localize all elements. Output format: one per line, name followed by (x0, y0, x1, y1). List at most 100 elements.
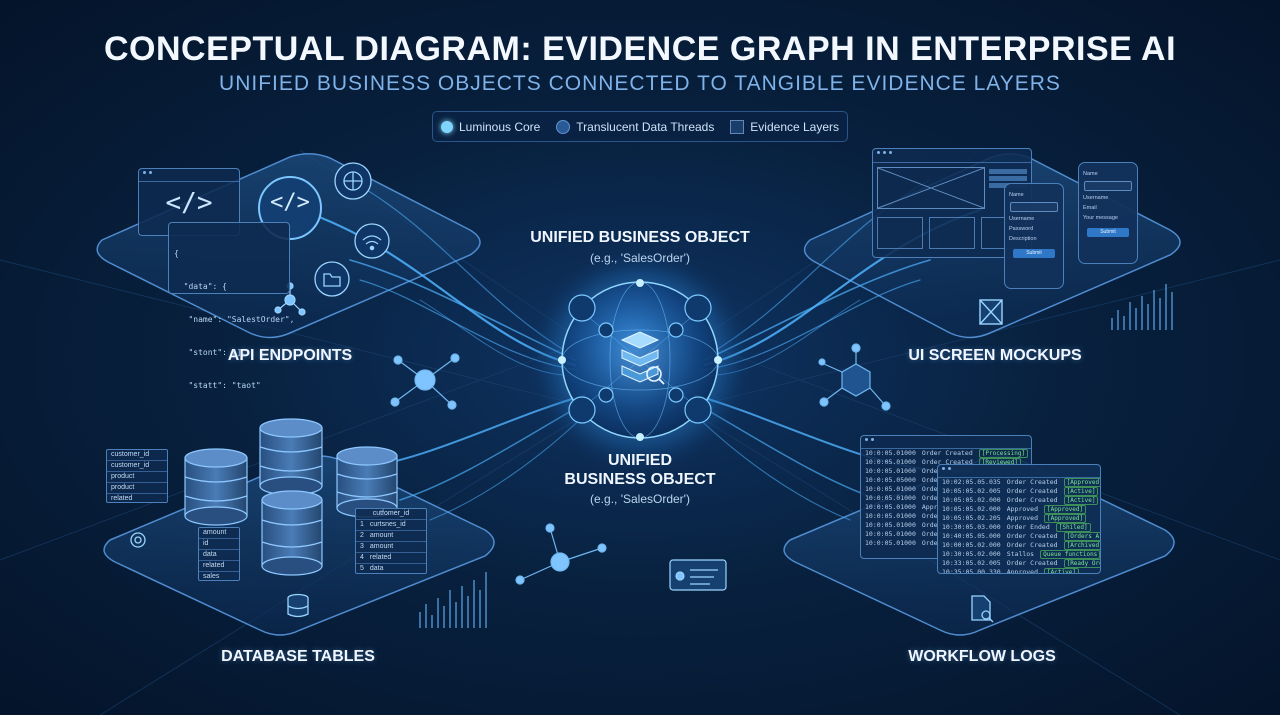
page-subtitle: UNIFIED BUSINESS OBJECTS CONNECTED TO TA… (219, 72, 1061, 95)
glowing-dot-icon (440, 120, 453, 133)
log-timestamp: 10:0:05.01000 (865, 494, 916, 502)
network-node-bottom (515, 523, 607, 585)
legend-label: Luminous Core (458, 119, 541, 134)
row-number: 5 (360, 565, 364, 572)
phone-field-label: Username (1009, 216, 1035, 222)
wifi-icon (354, 223, 390, 259)
json-code-block: { "data": { "name": "SalestOrder", "ston… (169, 223, 295, 416)
log-status-badge: [Active] (1063, 496, 1099, 505)
log-timestamp: 10:33:05.02.005 (942, 559, 1001, 567)
mockup-card (929, 217, 975, 249)
ui-phone-mockup: Name Username Password Description Submi… (1004, 183, 1064, 289)
window-dot-icon (883, 151, 886, 154)
database-icon (287, 593, 309, 618)
json-line: "stont": [], (174, 348, 247, 357)
mockup-line (989, 169, 1027, 174)
phone-field-label: Description (1009, 236, 1037, 242)
phone-submit-button: Submit (1087, 228, 1129, 237)
table-cell: sales (203, 573, 220, 580)
layer-square-icon (730, 119, 745, 134)
log-status-badge: [Processing] (978, 449, 1029, 458)
table-cell: id (199, 539, 239, 550)
row-number: 1 (360, 521, 364, 528)
legend-item-threads: Translucent Data Threads (556, 119, 715, 134)
phone-field-label: Your message (1083, 215, 1118, 221)
window-dot-icon (942, 467, 945, 470)
legend-label: Translucent Data Threads (576, 119, 715, 134)
log-timestamp: 10:00:05.02.000 (942, 541, 1001, 549)
bar-chart-decoration (419, 572, 487, 628)
globe-icon (334, 162, 372, 200)
log-event: Order Ended (1006, 523, 1050, 531)
log-status-badge: [Approved] (1044, 514, 1087, 523)
table-row: 1 curtsnes_id (356, 520, 426, 531)
document-search-icon (971, 595, 994, 623)
phone-field-label: Name (1009, 192, 1024, 198)
row-number: 3 (360, 543, 364, 550)
placeholder-cross-icon (878, 168, 984, 208)
table-cell: customer_id (107, 461, 167, 472)
label-api-endpoints: API ENDPOINTS (227, 347, 353, 364)
legend-item-layers: Evidence Layers (730, 119, 839, 134)
row-number: 2 (360, 532, 364, 539)
code-badge-glyph: </> (270, 190, 310, 215)
database-cylinders (184, 418, 398, 576)
log-timestamp: 10:0:05.01000 (865, 503, 916, 511)
log-event: Approved (1006, 505, 1039, 513)
table-cell: product (107, 483, 167, 494)
log-status-badge: [Orders Archived] (1063, 532, 1100, 541)
gear-icon (130, 532, 146, 548)
log-event: Order Created (1006, 559, 1058, 567)
log-timestamp: 10:0:05.05000 (865, 476, 916, 484)
db-table-left: customer_id customer_id product product … (106, 449, 168, 503)
log-event: Order Created (1006, 478, 1058, 486)
db-table-right: cutfomer_id 1 curtsnes_id 2 amount 3 amo… (355, 508, 427, 574)
row-value: amount (369, 532, 394, 539)
table-row: 2 amount (356, 531, 426, 542)
window-dot-icon (865, 438, 868, 441)
window-dot-icon (871, 438, 874, 441)
code-brackets-icon: </> (165, 188, 213, 218)
legend-item-core: Luminous Core (440, 119, 541, 134)
phone-field-label: Name (1083, 171, 1098, 177)
log-event: Order Created (921, 449, 973, 457)
label-ui-screen-mockups: UI SCREEN MOCKUPS (908, 347, 1082, 364)
card-chart-icon (669, 559, 727, 591)
window-titlebar (873, 149, 1031, 163)
label-workflow-logs: WORKFLOW LOGS (908, 648, 1056, 665)
page-title: CONCEPTUAL DIAGRAM: EVIDENCE GRAPH IN EN… (103, 30, 1177, 68)
folder-icon (314, 261, 350, 297)
log-event: Order Created (1006, 532, 1058, 540)
log-timestamp: 10:30:05.02.000 (942, 550, 1001, 558)
json-line: { (174, 249, 179, 258)
phone-field-label: Email (1083, 205, 1097, 211)
bar-chart-decoration-right (1111, 284, 1173, 330)
log-status-badge: [Archived] (1063, 541, 1100, 550)
log-status-badge: [Active] (1044, 568, 1079, 573)
core-orbit-icons (568, 294, 712, 424)
log-timestamp: 10:0:05.01000 (865, 485, 916, 493)
json-line: "data": { (174, 282, 227, 291)
core-top-label: UNIFIED BUSINESS OBJECT (530, 229, 750, 246)
mockup-line (989, 176, 1027, 181)
log-timestamp: 10:35:05.00.330 (942, 568, 1001, 574)
api-json-panel: { "data": { "name": "SalestOrder", "ston… (168, 222, 294, 390)
table-cell: related (111, 495, 133, 502)
log-event: Order Created (1006, 496, 1058, 504)
log-timestamp: 10:0:05.01000 (865, 521, 916, 529)
row-number: 4 (360, 554, 364, 561)
table-row: 5 data (356, 564, 426, 574)
json-line: "name": "SalestOrder", (174, 315, 295, 324)
window-dot-icon (948, 467, 951, 470)
window-titlebar (861, 436, 1031, 449)
phone-submit-button: Submit (1013, 249, 1055, 258)
